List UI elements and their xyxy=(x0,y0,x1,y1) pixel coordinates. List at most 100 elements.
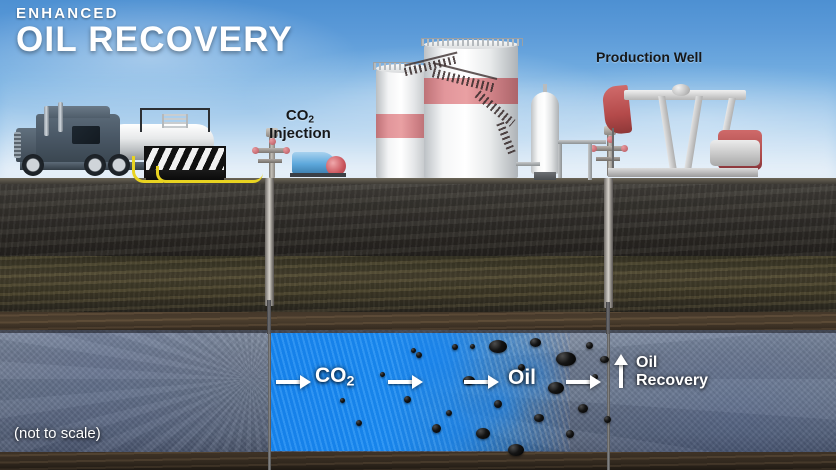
compressor-base xyxy=(290,173,346,177)
prod-wellhead-stem xyxy=(607,132,613,176)
stratum-topsoil xyxy=(0,178,836,256)
truck-window xyxy=(72,126,100,144)
arrow-head xyxy=(488,375,499,389)
oil-droplet xyxy=(548,382,564,394)
oil-droplet xyxy=(604,416,611,423)
oil-droplet xyxy=(518,364,525,371)
truck-wheel-mid xyxy=(84,154,106,176)
arrow-head xyxy=(300,375,311,389)
oil-droplet xyxy=(489,340,507,353)
page-title: ENHANCED OIL RECOVERY xyxy=(16,4,293,59)
co2-injection-line2: Injection xyxy=(269,124,331,142)
production-flowline xyxy=(588,140,606,144)
prod-wellhead-cross-lower xyxy=(596,157,620,161)
exhaust-stack-left xyxy=(44,106,49,136)
oil-droplet xyxy=(508,444,524,456)
oil-droplet xyxy=(600,356,609,363)
compressor-unit xyxy=(290,148,348,177)
compressor-flywheel xyxy=(326,156,346,176)
reservoir-oil-label: Oil xyxy=(508,366,537,389)
vessel-inlet-pipe xyxy=(516,162,540,166)
production-well-tubing xyxy=(606,302,610,334)
stratum-basement xyxy=(0,452,836,470)
pump-skid-base xyxy=(146,170,224,180)
pumpjack-gearbox xyxy=(710,140,760,166)
tank-large-handrail xyxy=(421,38,523,46)
flow-arrow-oil-recovery-up xyxy=(614,354,628,388)
production-well-perforation xyxy=(607,334,610,470)
co2-injection-line1: CO2 xyxy=(285,107,315,126)
wellhead-cross-upper xyxy=(255,148,285,153)
valve-knob-top xyxy=(269,138,276,145)
truck-wheel-front xyxy=(22,154,44,176)
oil-droplet xyxy=(446,410,452,416)
arrow-head xyxy=(614,354,628,365)
oil-droplet xyxy=(494,400,502,408)
oil-droplet xyxy=(404,396,411,403)
oil-droplet xyxy=(530,338,541,347)
oil-droplet xyxy=(340,398,345,403)
prod-valve-knob-left xyxy=(590,145,597,152)
oil-droplet xyxy=(380,372,385,377)
arrow-head xyxy=(412,375,423,389)
arrow-shaft xyxy=(388,380,414,384)
co2-hose-loop xyxy=(132,156,163,183)
wellhead-cap xyxy=(266,128,278,137)
reservoir-cap-line xyxy=(0,330,836,333)
pumpjack-bridle-cable xyxy=(612,128,614,174)
oil-recovery-label: Oil Recovery xyxy=(636,354,708,390)
oil-droplet xyxy=(578,404,588,413)
flow-arrow-co2-out xyxy=(388,375,424,389)
arrow-shaft xyxy=(566,380,592,384)
oil-droplet xyxy=(356,420,362,426)
prod-valve-knob-top xyxy=(607,136,614,143)
stratum-brown-band xyxy=(0,312,836,330)
oil-droplet xyxy=(556,352,576,366)
vessel-base xyxy=(534,172,556,180)
separator-vessel xyxy=(531,92,559,174)
tanker-frame xyxy=(140,108,210,132)
valve-knob-right xyxy=(283,147,290,154)
oil-droplet xyxy=(470,344,475,349)
truck-cab-roof xyxy=(44,106,110,118)
flow-arrow-oil-in xyxy=(464,375,500,389)
pumpjack-saddle-bearing xyxy=(672,84,690,96)
pumpjack-skid-base xyxy=(608,168,758,177)
pumpjack-samson-post-right xyxy=(684,96,703,170)
oil-droplet xyxy=(476,428,490,439)
injection-well-tubing xyxy=(267,300,271,334)
truck-grille xyxy=(14,132,21,158)
wellhead-cross-lower xyxy=(258,159,282,163)
oil-droplet xyxy=(416,352,422,358)
vessel-outlet-riser xyxy=(558,140,562,178)
truck-wheel-rear xyxy=(108,154,130,176)
injection-well-casing xyxy=(265,178,274,306)
prod-wellhead-cap xyxy=(604,126,616,135)
co2-tanker-truck xyxy=(14,100,214,178)
pumpjack-samson-post-left xyxy=(658,96,677,170)
not-to-scale-note: (not to scale) xyxy=(14,425,101,442)
vessel-neck xyxy=(543,84,547,94)
oil-droplet xyxy=(411,348,416,353)
exhaust-stack-right xyxy=(58,102,63,132)
oil-droplet xyxy=(432,424,441,433)
valve-knob-left xyxy=(252,147,259,154)
production-flowline-riser xyxy=(588,140,592,180)
oil-droplet xyxy=(586,342,593,349)
title-eyebrow: ENHANCED xyxy=(16,5,119,22)
oil-droplet xyxy=(566,430,574,438)
oil-droplet xyxy=(534,414,544,422)
arrow-shaft xyxy=(276,380,302,384)
arrow-shaft xyxy=(464,380,490,384)
flow-arrow-oil-out xyxy=(566,375,602,389)
oil-droplet xyxy=(452,344,458,350)
flow-arrow-co2-in xyxy=(276,375,312,389)
title-main: OIL RECOVERY xyxy=(16,20,293,59)
reservoir-co2-label: CO2 xyxy=(315,364,355,390)
wellhead-stem xyxy=(269,134,275,178)
injection-well-perforation xyxy=(268,334,271,470)
production-well-label: Production Well xyxy=(596,49,703,65)
arrow-shaft xyxy=(619,360,623,388)
tanker-ladder-icon xyxy=(162,114,188,128)
